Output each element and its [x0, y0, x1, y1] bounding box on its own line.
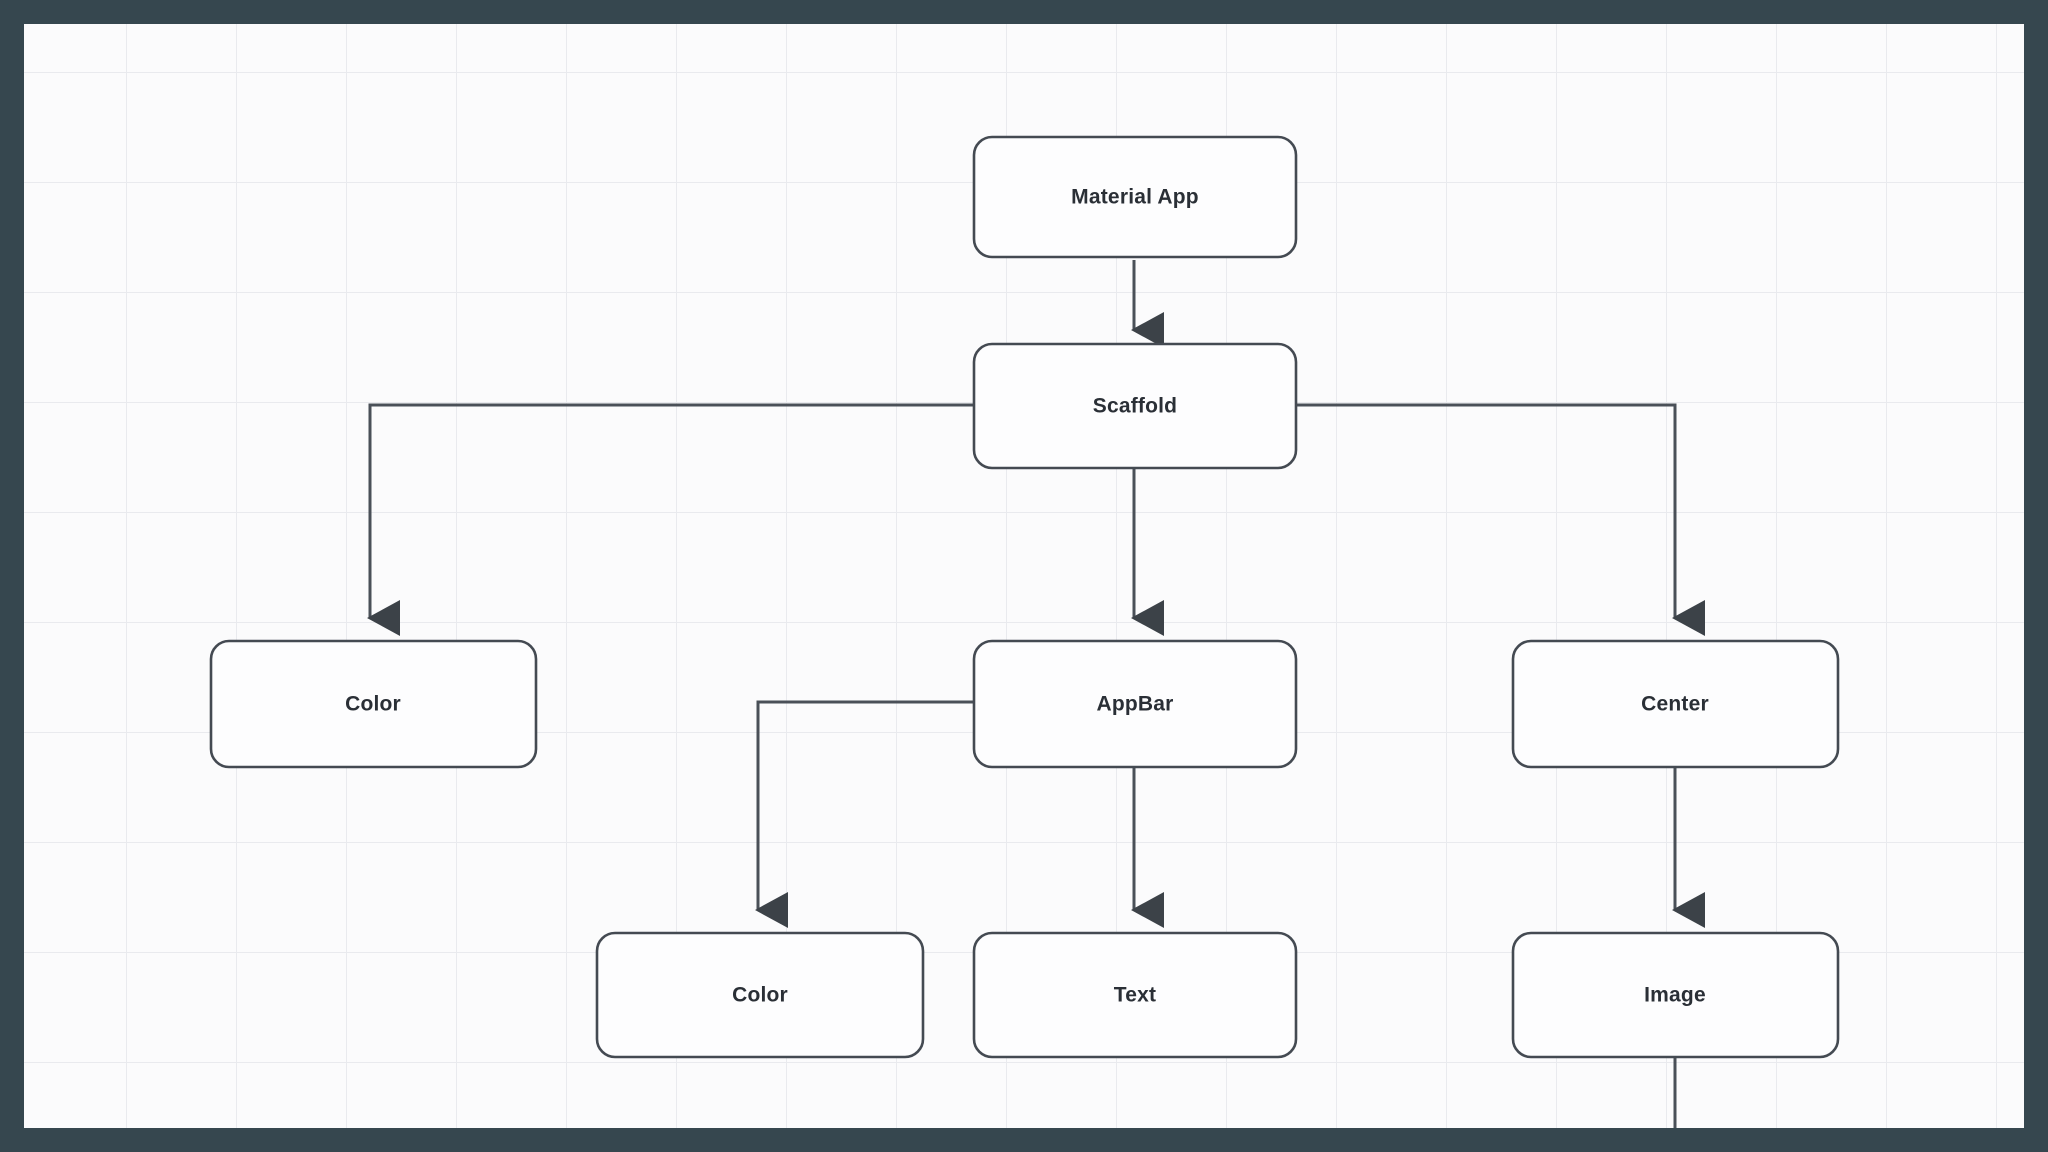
node-box[interactable] [972, 135, 1298, 259]
diagram-canvas[interactable]: Material App Scaffold Color AppBar Cente… [24, 24, 2024, 1128]
node-box[interactable] [209, 639, 538, 769]
node-label: AppBar [1096, 693, 1173, 716]
node-box[interactable] [972, 931, 1298, 1059]
node-label: Center [1641, 693, 1709, 716]
node-box[interactable] [972, 342, 1298, 470]
node-box[interactable] [1511, 931, 1840, 1059]
node-label: Image [1644, 984, 1706, 1007]
node-box[interactable] [972, 639, 1298, 769]
node-material-app[interactable]: Material App [972, 135, 1298, 259]
node-center[interactable]: Center [1511, 639, 1840, 769]
edges-group [367, 260, 1705, 1128]
node-image[interactable]: Image [1511, 931, 1840, 1059]
edge-appbar-color-bottom[interactable] [755, 700, 973, 928]
edge-scaffold-center[interactable] [1295, 403, 1705, 636]
diagram-svg: Material App Scaffold Color AppBar Cente… [209, 135, 1840, 1128]
node-color-left[interactable]: Color [209, 639, 538, 769]
node-label: Scaffold [1093, 395, 1177, 418]
node-appbar[interactable]: AppBar [972, 639, 1298, 769]
node-box[interactable] [595, 931, 925, 1059]
node-scaffold[interactable]: Scaffold [972, 342, 1298, 470]
node-label: Material App [1071, 186, 1199, 209]
edge-scaffold-color-left[interactable] [367, 403, 973, 636]
node-color-bottom[interactable]: Color [595, 931, 925, 1059]
node-label: Text [1114, 984, 1156, 1007]
node-label: Color [345, 693, 401, 716]
node-box[interactable] [1511, 639, 1840, 769]
node-text[interactable]: Text [972, 931, 1298, 1059]
node-label: Color [732, 984, 788, 1007]
